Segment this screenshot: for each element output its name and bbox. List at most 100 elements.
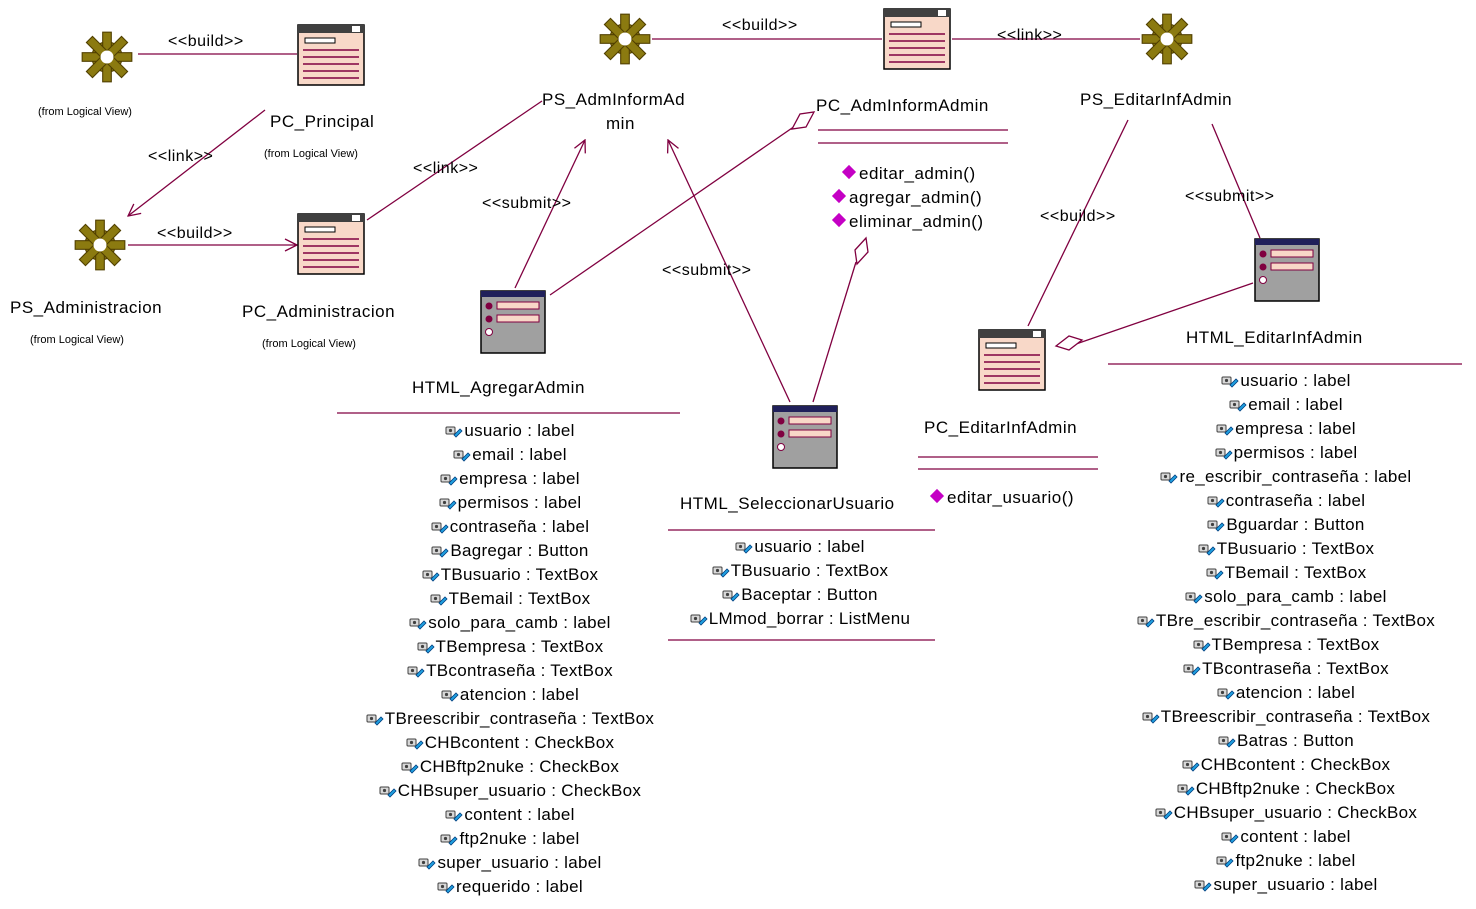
ps-administracion-name: PS_Administracion <box>10 298 163 317</box>
attribute-icon <box>1185 587 1203 604</box>
attribute-text: Bagregar : Button <box>450 541 589 560</box>
pc-adminformadmin-name: PC_AdmInformAdmin <box>816 96 989 115</box>
attribute-text: content : label <box>1240 827 1351 846</box>
link-stereotype-label: <<link>> <box>413 160 479 177</box>
ps-adminformadmin-name-line2: min <box>606 114 635 133</box>
server-page-gear-icon <box>599 13 651 65</box>
attribute-text: CHBcontent : CheckBox <box>424 733 615 752</box>
operation-icon <box>831 188 847 204</box>
client-page-icon <box>883 8 951 70</box>
attribute-row: contraseña : label <box>1100 489 1472 513</box>
link-edge-administracion-adminform <box>366 100 543 221</box>
attribute-text: TBusuario : TextBox <box>730 561 889 580</box>
attribute-text: permisos : label <box>1233 443 1358 462</box>
submit-stereotype-label: <<submit>> <box>662 262 752 279</box>
aggregation-edge-seleccionar <box>812 261 857 403</box>
attribute-row: LMmod_borrar : ListMenu <box>660 607 940 631</box>
attribute-icon <box>439 493 457 510</box>
attribute-text: ftp2nuke : label <box>459 829 580 848</box>
attribute-text: empresa : label <box>1235 419 1356 438</box>
attribute-icon <box>690 609 708 626</box>
attribute-text: Bguardar : Button <box>1226 515 1365 534</box>
attribute-icon <box>431 541 449 558</box>
aggregation-edge-editar <box>1075 282 1254 345</box>
from-logical-view-label: (from Logical View) <box>262 338 356 350</box>
server-page-gear-icon <box>1141 13 1193 65</box>
attribute-icon <box>1221 827 1239 844</box>
attribute-row: TBre_escribir_contraseña : TextBox <box>1100 609 1472 633</box>
aggregation-diamond-adminform <box>790 111 816 130</box>
attribute-text: CHBsuper_usuario : CheckBox <box>1173 803 1418 822</box>
operation-item: eliminar_admin() <box>831 212 984 232</box>
attribute-icon <box>1183 659 1201 676</box>
attribute-icon <box>1177 779 1195 796</box>
attribute-icon <box>1207 491 1225 508</box>
attribute-text: TBreescribir_contraseña : TextBox <box>1160 707 1431 726</box>
submit-stereotype-label: <<submit>> <box>1185 188 1275 205</box>
attribute-icon <box>1160 467 1179 484</box>
attribute-icon <box>1217 683 1235 700</box>
attribute-text: TBreescribir_contraseña : TextBox <box>384 709 655 728</box>
attribute-row: CHBcontent : CheckBox <box>1100 753 1472 777</box>
link-edge-principal-administracion <box>128 109 266 216</box>
client-page-icon <box>297 24 365 86</box>
attribute-row: TBusuario : TextBox <box>1100 537 1472 561</box>
build-stereotype-label: <<build>> <box>1040 208 1116 225</box>
attribute-icon <box>1194 875 1213 892</box>
attribute-text: empresa : label <box>459 469 580 488</box>
attribute-row: requerido : label <box>330 875 690 899</box>
from-logical-view-label: (from Logical View) <box>38 106 132 118</box>
from-logical-view-label: (from Logical View) <box>30 334 124 346</box>
attribute-row: Baceptar : Button <box>660 583 940 607</box>
attribute-row: TBusuario : TextBox <box>660 559 940 583</box>
attribute-row: content : label <box>330 803 690 827</box>
attribute-row: empresa : label <box>330 467 690 491</box>
attribute-text: solo_para_camb : label <box>428 613 611 632</box>
attribute-row: email : label <box>330 443 690 467</box>
attribute-icon <box>437 877 455 894</box>
attribute-icon <box>422 565 440 582</box>
attribute-text: TBusuario : TextBox <box>1216 539 1375 558</box>
aggregation-diamond-editar <box>1054 335 1084 351</box>
attribute-icon <box>1216 851 1235 868</box>
build-stereotype-label: <<build>> <box>722 17 798 34</box>
attribute-icon <box>440 829 459 846</box>
submit-edge-agregar <box>514 140 585 289</box>
attribute-text: CHBcontent : CheckBox <box>1200 755 1391 774</box>
attribute-row: Batras : Button <box>1100 729 1472 753</box>
attribute-icon <box>431 517 449 534</box>
attribute-icon <box>1198 539 1216 556</box>
attribute-icon <box>1215 443 1233 460</box>
server-page-gear-icon <box>74 219 126 271</box>
attribute-text: TBcontraseña : TextBox <box>426 661 613 680</box>
attribute-text: TBempresa : TextBox <box>435 637 604 656</box>
attribute-icon <box>406 733 424 750</box>
submit-edge-editar <box>1211 123 1261 239</box>
attribute-text: TBre_escribir_contraseña : TextBox <box>1155 611 1436 630</box>
attribute-row: Bguardar : Button <box>1100 513 1472 537</box>
attribute-row: empresa : label <box>1100 417 1472 441</box>
html-form-icon <box>772 405 838 469</box>
attribute-icon <box>418 853 437 870</box>
attribute-icon <box>1182 755 1200 772</box>
attribute-text: TBemail : TextBox <box>448 589 591 608</box>
attribute-row: TBemail : TextBox <box>1100 561 1472 585</box>
aggregation-edge-agregar <box>549 125 796 296</box>
attribute-text: super_usuario : label <box>1213 875 1378 894</box>
attribute-row: atencion : label <box>330 683 690 707</box>
attribute-row: re_escribir_contraseña : label <box>1100 465 1472 489</box>
attribute-text: permisos : label <box>457 493 582 512</box>
attribute-icon <box>1207 515 1225 532</box>
attribute-row: TBempresa : TextBox <box>1100 633 1472 657</box>
attribute-row: Bagregar : Button <box>330 539 690 563</box>
attribute-text: atencion : label <box>459 685 580 704</box>
attribute-icon <box>735 537 753 554</box>
attribute-text: usuario : label <box>754 537 865 556</box>
pc-principal-name: PC_Principal <box>270 112 375 131</box>
attribute-icon <box>401 757 419 774</box>
html-editarinfadmin-name: HTML_EditarInfAdmin <box>1186 328 1363 347</box>
build-edge-editar <box>1027 119 1129 327</box>
attribute-row: contraseña : label <box>330 515 690 539</box>
